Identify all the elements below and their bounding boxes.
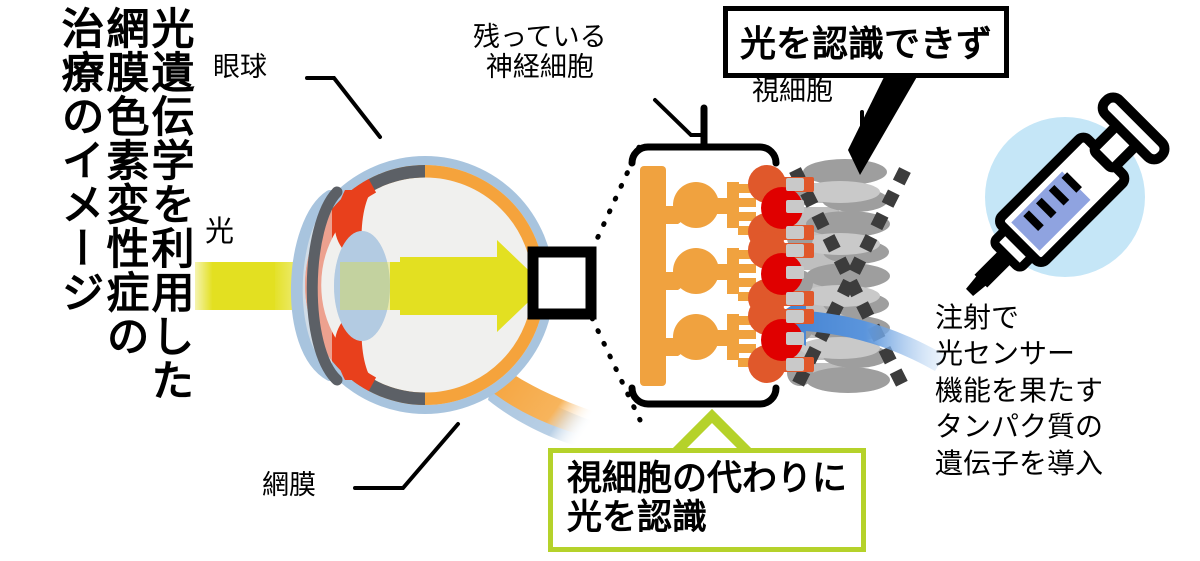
optic-nerve <box>488 365 601 452</box>
dead-cells-cross-mark <box>789 167 911 393</box>
nerve-cells-bracket-bottom <box>628 384 780 408</box>
retina-highlight-box <box>527 246 597 320</box>
callout-cannot-perceive-light: 光を認識できず <box>723 6 1010 78</box>
syringe-icon <box>966 92 1170 296</box>
title-line-3: 治療のイメージ <box>55 6 103 314</box>
label-remaining-nerve-cells: 残っている 神経細胞 <box>473 22 607 83</box>
label-injection-note: 注射で 光センサー 機能を果たす タンパク質の 遺伝子を導入 <box>935 302 1104 479</box>
nerve-cells-bracket-top <box>628 104 780 167</box>
label-retina: 網膜 <box>262 470 316 500</box>
title-line-1: 光遺伝学を利用した <box>145 6 193 402</box>
black-callout-pointer <box>848 75 918 175</box>
light-beam-inner <box>340 240 545 332</box>
callout-perceive-instead: 視細胞の代わりに 光を認識 <box>548 448 867 553</box>
label-light: 光 <box>205 216 235 248</box>
page-title: 光遺伝学を利用した 網膜色素変性症の 治療のイメージ <box>0 6 193 556</box>
title-line-2: 網膜色素変性症の <box>100 6 148 358</box>
label-photoreceptor: 視細胞 <box>752 76 833 106</box>
retina-detail <box>628 104 945 408</box>
remaining-nerve-cells <box>640 166 756 386</box>
zoom-leader-lines <box>589 142 643 423</box>
label-eyeball: 眼球 <box>213 52 267 82</box>
light-sensor-proteins <box>748 165 814 383</box>
